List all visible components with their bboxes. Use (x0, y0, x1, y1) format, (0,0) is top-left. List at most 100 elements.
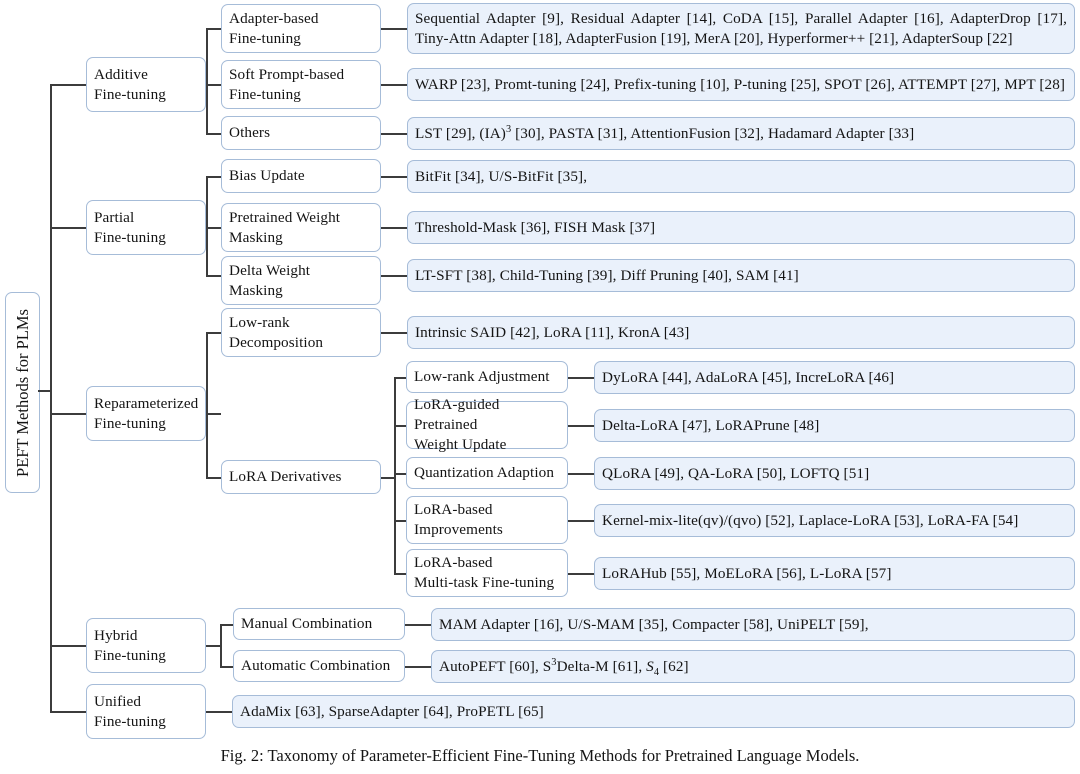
node-automatic-combination-label: Automatic Combination (241, 657, 391, 675)
leaf-lora-guided-methods: Delta-LoRA [47], LoRAPrune [48] (594, 409, 1075, 442)
leaf-lora-based-improvements-text: Kernel-mix-lite(qv)/(qvo) [52], Laplace-… (602, 511, 1019, 529)
edge-additive-child3 (206, 133, 221, 135)
leaf-low-rank-adjustment-text: DyLoRA [44], AdaLoRA [45], IncreLoRA [46… (602, 368, 895, 386)
edge-lora-child5 (394, 573, 406, 575)
edge-lowrank-to-leaf (381, 332, 407, 334)
node-others-label: Others (229, 124, 271, 142)
edge-hybrid-child1 (220, 624, 233, 626)
edge-automatic-to-leaf (405, 666, 431, 668)
edge-spine-unified (50, 711, 86, 713)
edge-spine-partial (50, 227, 86, 229)
root-node-peft-methods: PEFT Methods for PLMs (5, 292, 40, 493)
edge-pwm-to-leaf (381, 227, 407, 229)
edge-hybrid-bus (220, 624, 222, 666)
leaf-quantization-adaption-methods: QLoRA [49], QA-LoRA [50], LOFTQ [51] (594, 457, 1075, 490)
edge-manual-to-leaf (405, 624, 431, 626)
edge-root-to-spine (38, 390, 52, 392)
leaf-others-text: LST [29], (IA)3 [30], PASTA [31], Attent… (415, 123, 915, 142)
node-bias-update: Bias Update (221, 159, 381, 193)
leaf-lora-based-multi-task-methods: LoRAHub [55], MoELoRA [56], L-LoRA [57] (594, 557, 1075, 590)
edge-lora-child3 (394, 473, 406, 475)
node-low-rank-adjustment: Low-rank Adjustment (406, 361, 568, 393)
root-label: PEFT Methods for PLMs (12, 308, 32, 477)
edge-additive-child1 (206, 28, 221, 30)
leaf-quantization-adaption-text: QLoRA [49], QA-LoRA [50], LOFTQ [51] (602, 464, 870, 482)
leaf-low-rank-decomposition-methods: Intrinsic SAID [42], LoRA [11], KronA [4… (407, 316, 1075, 349)
edge-hybrid-out (206, 645, 221, 647)
edge-partial-child3 (206, 275, 221, 277)
leaf-dwm-text: LT-SFT [38], Child-Tuning [39], Diff Pru… (415, 266, 799, 284)
leaf-adapter-based-text: Sequential Adapter [9], Residual Adapter… (415, 9, 1067, 47)
edge-dwm-to-leaf (381, 275, 407, 277)
edge-qa-to-leaf (568, 473, 594, 475)
node-low-rank-adjustment-label: Low-rank Adjustment (414, 368, 550, 386)
leaf-manual-combination-text: MAM Adapter [16], U/S-MAM [35], Compacte… (439, 615, 869, 633)
leaf-bias-update-methods: BitFit [34], U/S-BitFit [35], (407, 160, 1075, 193)
leaf-adapter-based-methods: Sequential Adapter [9], Residual Adapter… (407, 3, 1075, 54)
node-lora-derivatives: LoRA Derivatives (221, 460, 381, 494)
leaf-lora-guided-text: Delta-LoRA [47], LoRAPrune [48] (602, 416, 820, 434)
leaf-soft-prompt-methods: WARP [23], Promt-tuning [24], Prefix-tun… (407, 68, 1075, 101)
node-manual-combination-label: Manual Combination (241, 615, 373, 633)
leaf-automatic-combination-methods: AutoPEFT [60], S3Delta-M [61], S4 [62] (431, 650, 1075, 683)
leaf-others-methods: LST [29], (IA)3 [30], PASTA [31], Attent… (407, 117, 1075, 150)
edge-lgwu-to-leaf (568, 425, 594, 427)
edge-additive-bus (206, 28, 208, 133)
edge-reparam-child1 (206, 332, 221, 334)
node-lora-derivatives-label: LoRA Derivatives (229, 468, 342, 486)
edge-bias-to-leaf (381, 176, 407, 178)
edge-unified-to-leaf (206, 711, 232, 713)
leaf-low-rank-adjustment-methods: DyLoRA [44], AdaLoRA [45], IncreLoRA [46… (594, 361, 1075, 394)
leaf-unified-text: AdaMix [63], SparseAdapter [64], ProPETL… (240, 702, 544, 720)
edge-lbmt-to-leaf (568, 573, 594, 575)
edge-reparam-bus (206, 332, 208, 477)
leaf-pwm-text: Threshold-Mask [36], FISH Mask [37] (415, 218, 656, 236)
edge-hybrid-child2 (220, 666, 233, 668)
node-bias-update-label: Bias Update (229, 167, 305, 185)
edge-partial-child1 (206, 176, 221, 178)
edge-lora-child4 (394, 520, 406, 522)
leaf-unified-methods: AdaMix [63], SparseAdapter [64], ProPETL… (232, 695, 1075, 728)
edge-additive-child2 (206, 84, 221, 86)
leaf-automatic-combination-text: AutoPEFT [60], S3Delta-M [61], S4 [62] (439, 656, 689, 678)
edge-lora-derivatives-out (381, 477, 396, 479)
edge-partial-bus (206, 176, 208, 275)
edge-others-to-leaf (381, 133, 407, 135)
leaf-delta-weight-masking-methods: LT-SFT [38], Child-Tuning [39], Diff Pru… (407, 259, 1075, 292)
leaf-lora-based-multi-task-text: LoRAHub [55], MoELoRA [56], L-LoRA [57] (602, 564, 892, 582)
edge-reparam-child2 (206, 477, 221, 479)
edge-partial-child2 (206, 227, 221, 229)
leaf-soft-prompt-text: WARP [23], Promt-tuning [24], Prefix-tun… (415, 75, 1066, 93)
edge-lbi-to-leaf (568, 520, 594, 522)
node-quantization-adaption-label: Quantization Adaption (414, 464, 555, 482)
edge-lora-child2 (394, 425, 406, 427)
leaf-manual-combination-methods: MAM Adapter [16], U/S-MAM [35], Compacte… (431, 608, 1075, 641)
edge-reparam-out (206, 413, 221, 415)
leaf-lora-based-improvements-methods: Kernel-mix-lite(qv)/(qvo) [52], Laplace-… (594, 504, 1075, 537)
leaf-low-rank-decomposition-text: Intrinsic SAID [42], LoRA [11], KronA [4… (415, 323, 690, 341)
